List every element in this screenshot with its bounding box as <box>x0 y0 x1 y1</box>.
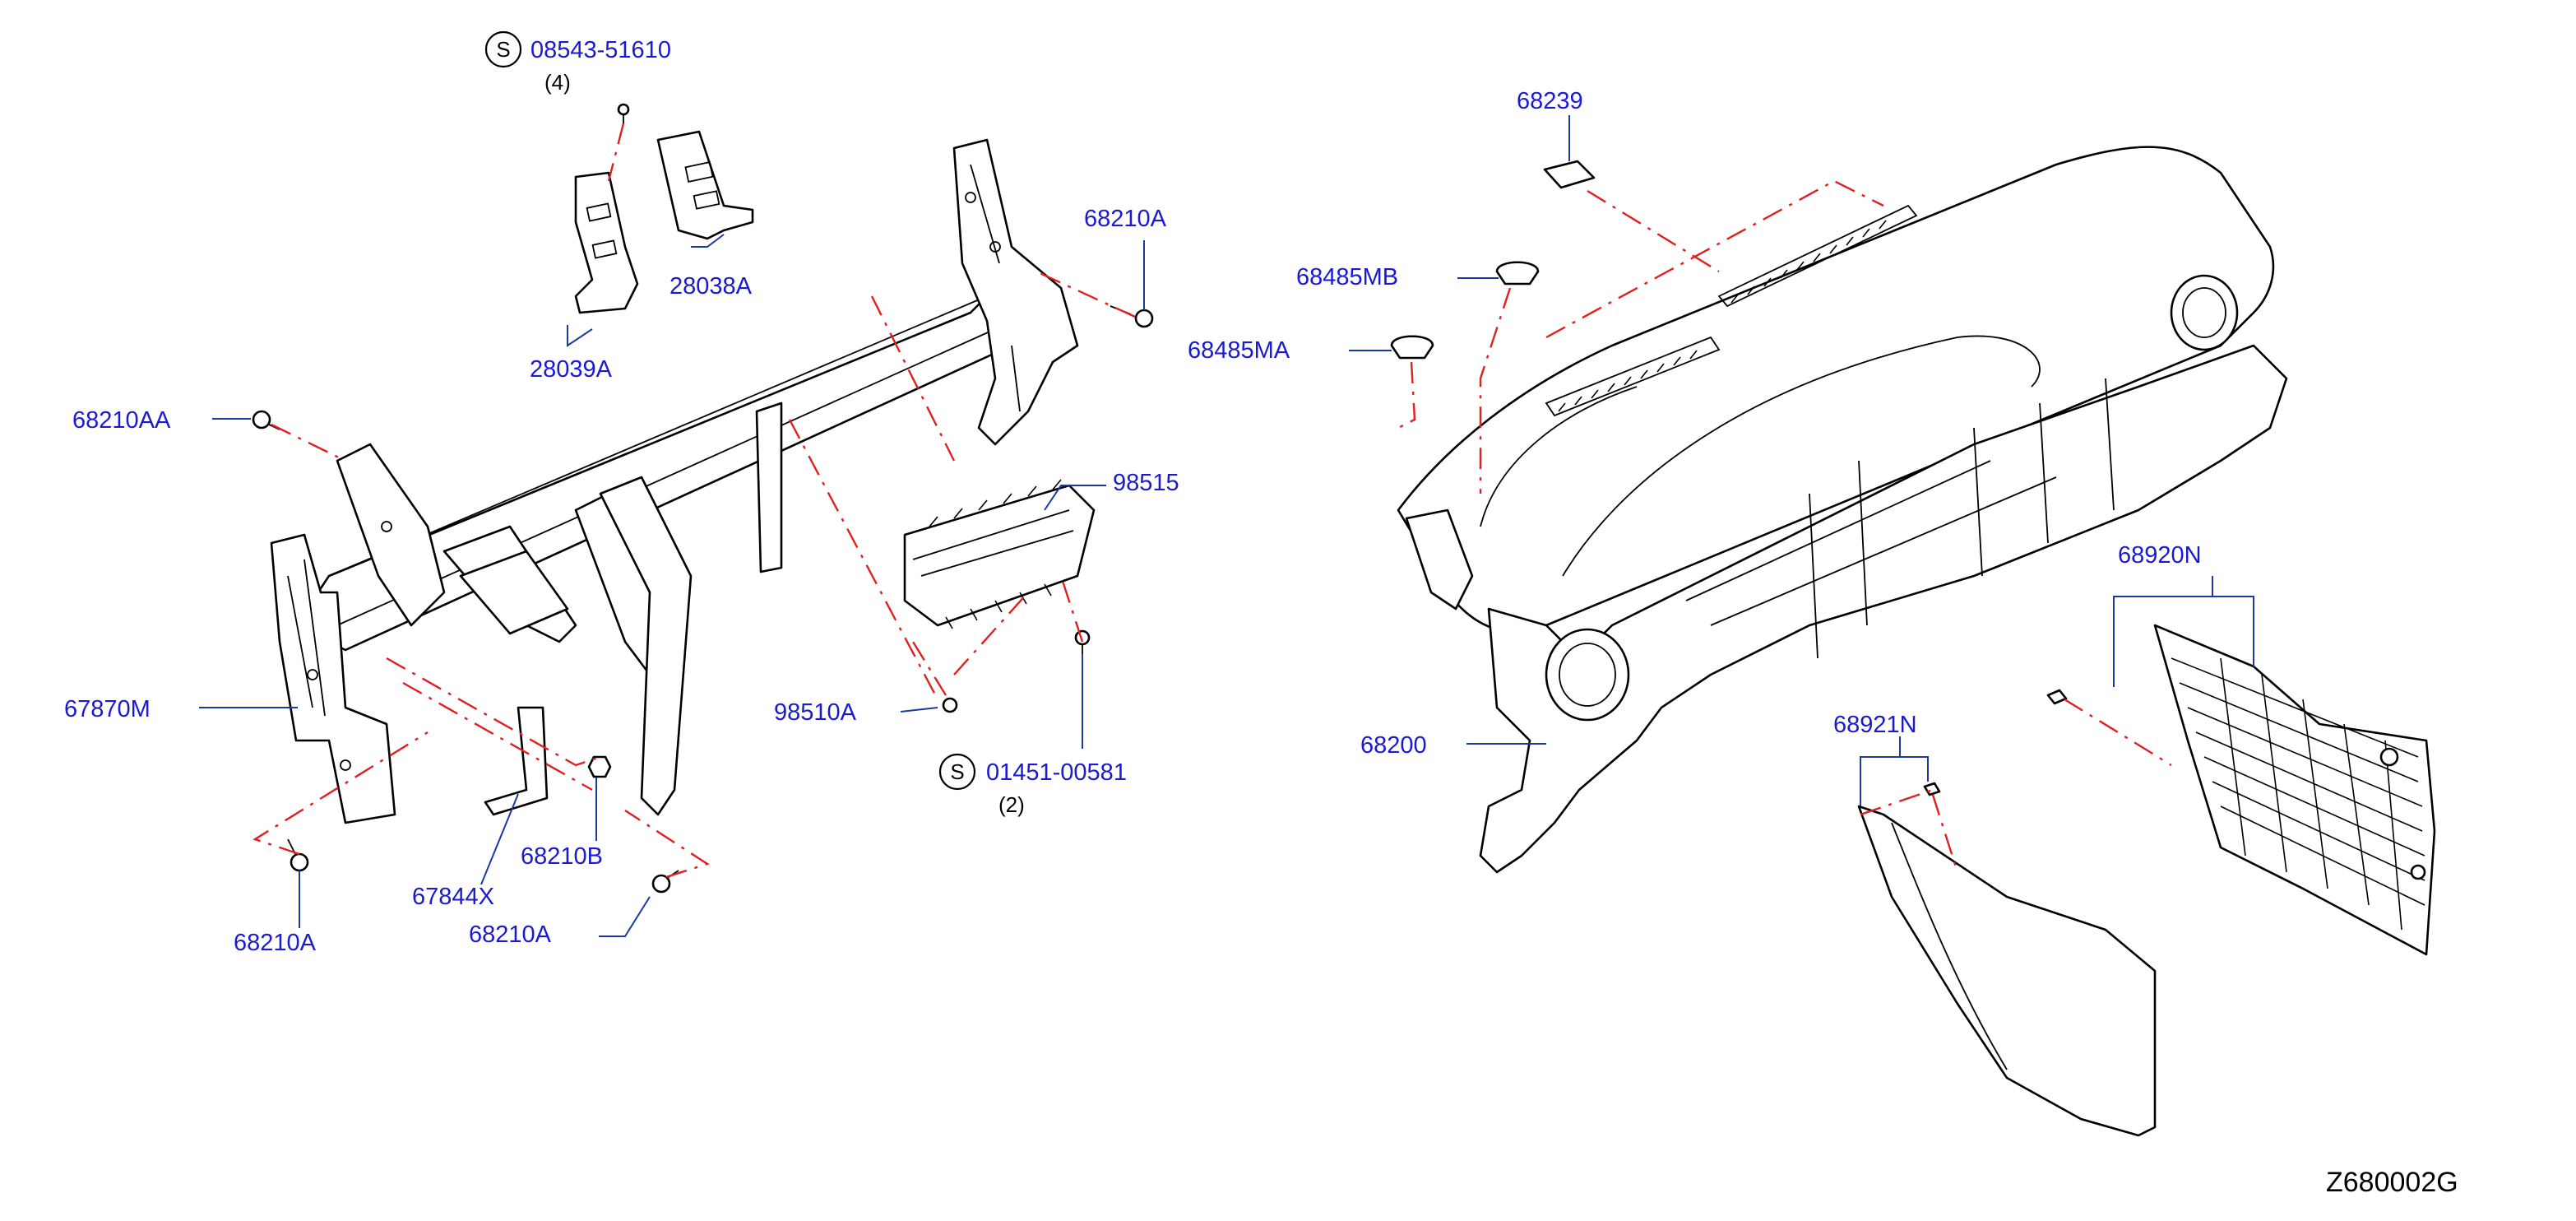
part-number-label: 68210A <box>1084 206 1167 232</box>
part-number-label: 68921N <box>1833 712 1917 738</box>
nut-98510a-icon <box>942 697 958 713</box>
part-number-label: 68485MB <box>1296 264 1398 290</box>
standard-part-s-icon <box>484 30 522 68</box>
part-number-label: 68239 <box>1517 88 1583 114</box>
part-number-label: 68210A <box>469 922 552 948</box>
part-number-label: 68210A <box>234 930 317 956</box>
part-number-label: 67870M <box>64 696 151 722</box>
clip-68485ma-icon <box>1390 335 1434 360</box>
part-number-label: 98510A <box>774 699 857 726</box>
part-number-label: 68920N <box>2118 542 2202 569</box>
part-number-label: 68210AA <box>72 407 171 434</box>
bracket-67844x <box>484 706 549 816</box>
quantity-label: (4) <box>544 70 571 95</box>
nut-68210b-icon <box>587 755 612 778</box>
part-number-label: 68485MA <box>1188 337 1290 364</box>
standard-part-s-icon <box>938 753 976 791</box>
quantity-label: (2) <box>998 792 1025 817</box>
fasteners <box>252 103 1154 894</box>
standard-symbol: S <box>496 37 510 62</box>
part-number-label: 28038A <box>669 273 753 299</box>
part-number-label: 67844X <box>412 884 494 910</box>
cover-68920n <box>2153 624 2436 956</box>
callouts: S 08543-51610 (4) 28038A 28039A 68210A 6… <box>64 30 2202 956</box>
bolt-68210aa-icon <box>252 410 280 430</box>
bracket-28039a <box>574 171 639 314</box>
bracket-28038a <box>656 130 754 240</box>
steering-member <box>270 138 1079 824</box>
airbag-module-98515 <box>903 479 1096 629</box>
clip-68921n-icon <box>1923 782 1941 796</box>
callout-01451-00581: S 01451-00581 (2) <box>938 753 1127 817</box>
leader-lines <box>199 115 2254 937</box>
standard-symbol: S <box>950 759 964 784</box>
part-number-label: 08543-51610 <box>530 37 671 63</box>
part-number-label: 01451-00581 <box>986 759 1127 786</box>
bolt-68210a-left-icon <box>287 838 309 872</box>
clip-68485mb-icon <box>1495 261 1540 286</box>
part-number-label: 28039A <box>530 356 613 383</box>
phantom-lines <box>253 123 2172 879</box>
instrument-panel-68200 <box>1397 146 2288 874</box>
part-number-label: 68210B <box>521 843 603 870</box>
figure-code: Z680002G <box>2326 1167 2458 1198</box>
part-number-label: 98515 <box>1113 470 1179 496</box>
pad-68239 <box>1543 160 1596 189</box>
screw-08543-51610-icon <box>617 103 630 123</box>
callout-08543-51610: S 08543-51610 (4) <box>484 30 671 95</box>
cover-68921n <box>1857 805 2157 1137</box>
bolt-01451-00581-icon <box>1074 629 1091 654</box>
clip-68920n-icon <box>2046 689 2068 705</box>
part-number-label: 68200 <box>1360 732 1427 759</box>
